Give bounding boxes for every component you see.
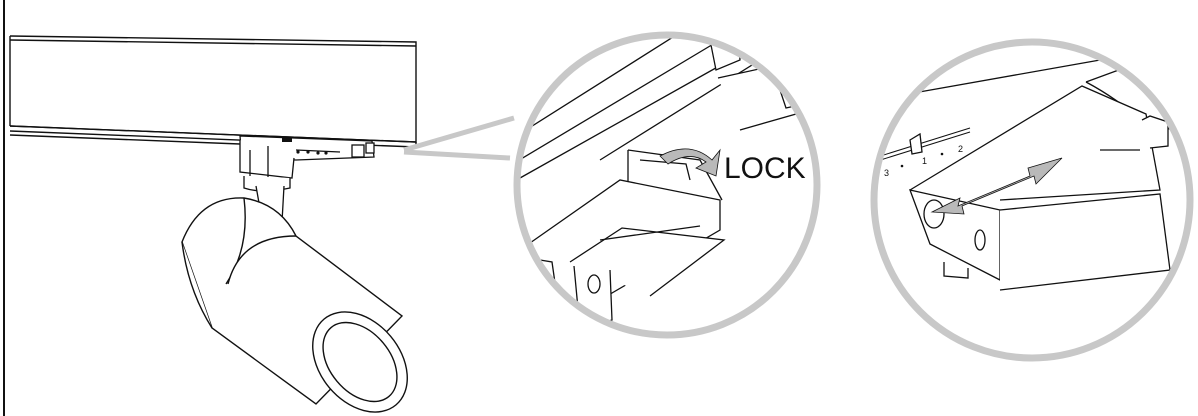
- adapter-markings: [282, 138, 328, 155]
- slide-detail-callout: 3 1 2: [870, 38, 1194, 362]
- callout-connector: [403, 115, 515, 161]
- track-rail: [9, 35, 417, 148]
- lock-detail-callout: LOCK: [513, 31, 821, 339]
- scale-label-1: 1: [922, 156, 927, 166]
- lock-label: LOCK: [724, 152, 806, 185]
- spotlight-body: [181, 197, 408, 413]
- scale-markings: 3 1 2: [884, 144, 963, 178]
- slide-callout-ring: [870, 38, 1194, 362]
- slide-double-arrow: [930, 157, 1063, 215]
- lock-arrow: [659, 148, 721, 177]
- scale-label-2: 2: [958, 144, 963, 154]
- scale-label-3: 3: [884, 168, 889, 178]
- track-adapter: [239, 135, 375, 192]
- lock-callout-ring: [513, 31, 821, 339]
